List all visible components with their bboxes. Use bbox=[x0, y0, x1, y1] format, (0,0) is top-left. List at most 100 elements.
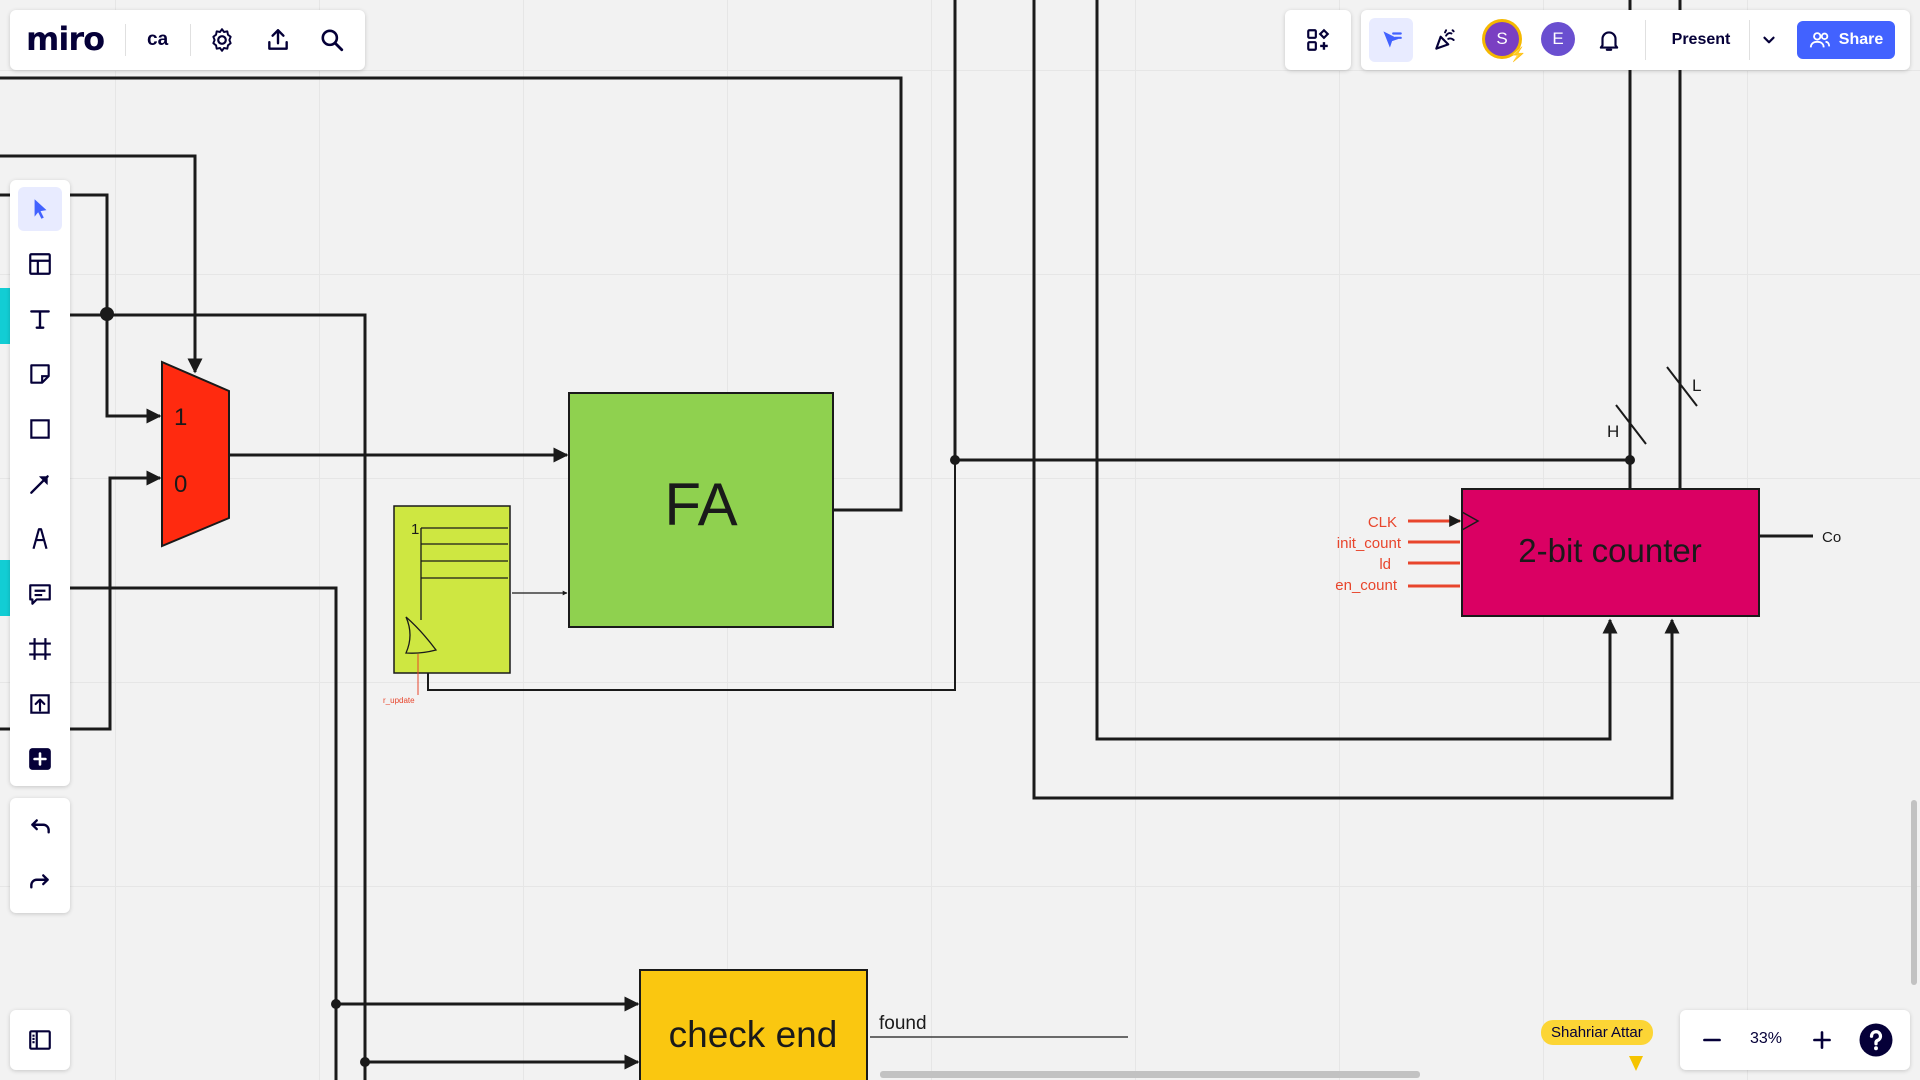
arrow-line-icon bbox=[30, 475, 49, 494]
register-block[interactable]: 1 r_update bbox=[383, 505, 511, 705]
search-icon bbox=[321, 29, 344, 52]
divider bbox=[190, 24, 191, 56]
found-label: found bbox=[879, 1013, 927, 1034]
wire-mux-select[interactable] bbox=[0, 154, 203, 374]
present-button[interactable]: Present bbox=[1657, 24, 1745, 56]
search-button[interactable] bbox=[310, 18, 354, 62]
shapes-plus-icon bbox=[1307, 28, 1330, 51]
cyan-shape-partial[interactable] bbox=[0, 560, 12, 616]
sticky-note-tool[interactable] bbox=[18, 352, 62, 396]
mux-shape[interactable]: 1 0 bbox=[161, 360, 230, 548]
board-name[interactable]: ca bbox=[147, 29, 169, 50]
pen-tool[interactable] bbox=[18, 517, 62, 561]
plus-icon bbox=[1813, 1031, 1831, 1049]
comment-icon bbox=[29, 584, 51, 605]
lightning-icon: ⚡ bbox=[1509, 46, 1527, 62]
avatar-initial: S bbox=[1496, 29, 1508, 48]
cyan-shape-partial[interactable] bbox=[0, 288, 12, 344]
notifications-button[interactable] bbox=[1587, 18, 1631, 62]
square-icon bbox=[30, 419, 50, 439]
undo-icon bbox=[31, 819, 50, 834]
collaborator-cursor-label: Shahriar Attar bbox=[1541, 1020, 1653, 1045]
collaboration-panel: S ⚡ E Present Share bbox=[1361, 10, 1910, 70]
users-icon bbox=[1809, 32, 1830, 48]
bus-slash-high bbox=[1615, 404, 1647, 445]
more-apps-tool[interactable] bbox=[18, 737, 62, 781]
counter-label: 2-bit counter bbox=[1518, 532, 1701, 569]
register-signal-label: r_update bbox=[383, 696, 415, 705]
frames-panel-button[interactable] bbox=[18, 1018, 62, 1062]
redo-button[interactable] bbox=[18, 861, 62, 905]
cursor-arrow-icon bbox=[34, 199, 47, 219]
apps-panel bbox=[1285, 10, 1351, 70]
settings-button[interactable] bbox=[200, 18, 244, 62]
templates-tool[interactable] bbox=[18, 242, 62, 286]
frames-panel-toggle bbox=[10, 1010, 70, 1070]
counter-output-label: Co bbox=[1822, 529, 1841, 546]
sticky-note-icon bbox=[30, 364, 50, 384]
or-gate-icon bbox=[405, 616, 438, 654]
wire-branch-right[interactable] bbox=[10, 313, 367, 1080]
wire-to-counter-b[interactable] bbox=[1032, 0, 1680, 800]
wire-fa-loop[interactable] bbox=[0, 76, 903, 512]
redo-icon bbox=[30, 874, 49, 889]
divider bbox=[125, 24, 126, 56]
zoom-out-button[interactable] bbox=[1690, 1018, 1734, 1062]
board-header-panel: miro ca bbox=[10, 10, 365, 70]
fa-block[interactable]: FA bbox=[568, 392, 834, 628]
mux-input-0-label: 0 bbox=[174, 471, 187, 498]
horizontal-scrollbar[interactable] bbox=[880, 1071, 1420, 1078]
junction-dot bbox=[1625, 455, 1635, 465]
shape-tool[interactable] bbox=[18, 407, 62, 451]
text-tool[interactable] bbox=[18, 297, 62, 341]
templates-icon bbox=[29, 253, 51, 275]
zoom-level[interactable]: 33% bbox=[1750, 1030, 1783, 1047]
check-end-block[interactable]: check end bbox=[639, 969, 868, 1080]
undo-button[interactable] bbox=[18, 806, 62, 850]
counter-input-wires bbox=[1408, 515, 1462, 588]
share-button[interactable]: Share bbox=[1797, 21, 1895, 59]
wire-lower[interactable] bbox=[12, 586, 338, 1080]
minus-icon bbox=[1703, 1038, 1721, 1042]
select-tool[interactable] bbox=[18, 187, 62, 231]
register-bit-label: 1 bbox=[411, 521, 419, 538]
comment-tool[interactable] bbox=[18, 572, 62, 616]
help-button[interactable] bbox=[1854, 1018, 1898, 1062]
counter-input-clk: CLK bbox=[1368, 514, 1397, 531]
wire-to-counter-a[interactable] bbox=[1095, 0, 1618, 741]
party-popper-icon bbox=[1435, 29, 1455, 50]
register-lines bbox=[405, 527, 508, 654]
zoom-panel: 33% bbox=[1680, 1010, 1910, 1070]
counter-block[interactable]: 2-bit counter CLK init_count ld en_count… bbox=[1335, 488, 1841, 617]
pointer-icon bbox=[1383, 31, 1402, 48]
celebrate-button[interactable] bbox=[1423, 18, 1467, 62]
upload-tool[interactable] bbox=[18, 682, 62, 726]
history-toolbar bbox=[10, 798, 70, 913]
apps-button[interactable] bbox=[1296, 18, 1340, 62]
avatar[interactable]: E bbox=[1541, 22, 1575, 56]
junction-dot bbox=[360, 1057, 370, 1067]
counter-input-init-count: init_count bbox=[1337, 535, 1402, 552]
wire-r-update-feedback[interactable] bbox=[427, 460, 956, 691]
clock-triangle-icon bbox=[1461, 511, 1480, 531]
junction-dot bbox=[100, 307, 114, 321]
junction-dot bbox=[950, 455, 960, 465]
avatar[interactable]: S bbox=[1485, 22, 1519, 56]
cursor-tracking-button[interactable] bbox=[1369, 18, 1413, 62]
present-options-dropdown[interactable] bbox=[1751, 18, 1787, 62]
avatar-initial: E bbox=[1552, 29, 1564, 48]
plus-square-icon bbox=[29, 748, 51, 770]
help-icon bbox=[1859, 1023, 1893, 1057]
collaborator-cursor-icon bbox=[1629, 1056, 1643, 1071]
zoom-in-button[interactable] bbox=[1800, 1018, 1844, 1062]
gear-icon bbox=[212, 28, 232, 52]
divider bbox=[1645, 20, 1646, 60]
miro-logo[interactable]: miro bbox=[26, 20, 105, 58]
connection-line-tool[interactable] bbox=[18, 462, 62, 506]
bell-icon bbox=[1599, 31, 1619, 51]
export-button[interactable] bbox=[256, 18, 300, 62]
bus-high-label: H bbox=[1607, 422, 1619, 441]
vertical-scrollbar[interactable] bbox=[1911, 800, 1917, 985]
frame-tool[interactable] bbox=[18, 627, 62, 671]
